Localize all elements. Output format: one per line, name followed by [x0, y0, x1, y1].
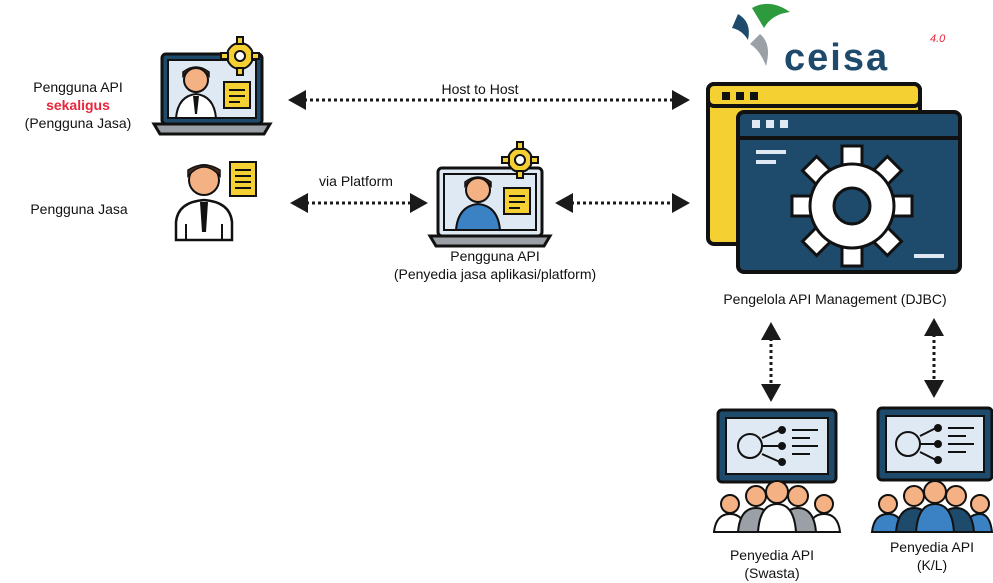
service-user-person-icon: [174, 161, 257, 242]
arrow-manager-to-kl: [924, 318, 944, 398]
arrow-host-to-host: [288, 90, 690, 110]
arrow-via-platform: [290, 193, 428, 213]
platform-user-laptop-icon: [427, 141, 553, 248]
provider-private-line2: (Swasta): [744, 565, 800, 581]
provider-gov-line1: Penyedia API: [889, 539, 975, 555]
platform-user-line2: (Penyedia jasa aplikasi/platform): [393, 266, 597, 282]
service-user-label: Pengguna Jasa: [30, 201, 128, 217]
ceisa-version: 4.0: [930, 33, 946, 45]
provider-gov-label: Penyedia API (K/L): [872, 538, 992, 574]
api-management-window-icon: [706, 82, 962, 274]
provider-private-label: Penyedia API (Swasta): [712, 546, 832, 582]
provider-private-line1: Penyedia API: [729, 547, 815, 563]
ceisa-logo: [732, 3, 790, 66]
provider-gov-icon: [870, 406, 993, 533]
manager-label: Pengelola API Management (DJBC): [723, 291, 947, 307]
provider-gov-line2: (K/L): [916, 557, 948, 573]
host-to-host-label: Host to Host: [441, 81, 519, 97]
api-user-line2: sekaligus: [46, 97, 110, 113]
arrow-manager-to-swasta: [761, 322, 781, 402]
platform-user-line1: Pengguna API: [450, 248, 540, 264]
platform-user-label: Pengguna API (Penyedia jasa aplikasi/pla…: [380, 247, 610, 283]
api-user-line3: (Pengguna Jasa): [24, 115, 132, 131]
api-user-label: Pengguna API sekaligus (Pengguna Jasa): [8, 78, 148, 132]
arrow-platform-to-manager: [555, 193, 690, 213]
api-user-laptop-icon: [151, 36, 273, 136]
provider-private-icon: [712, 408, 842, 533]
via-platform-label: via Platform: [319, 173, 393, 189]
api-user-line1: Pengguna API: [33, 79, 123, 95]
ceisa-logo-text: ceisa: [784, 37, 890, 79]
